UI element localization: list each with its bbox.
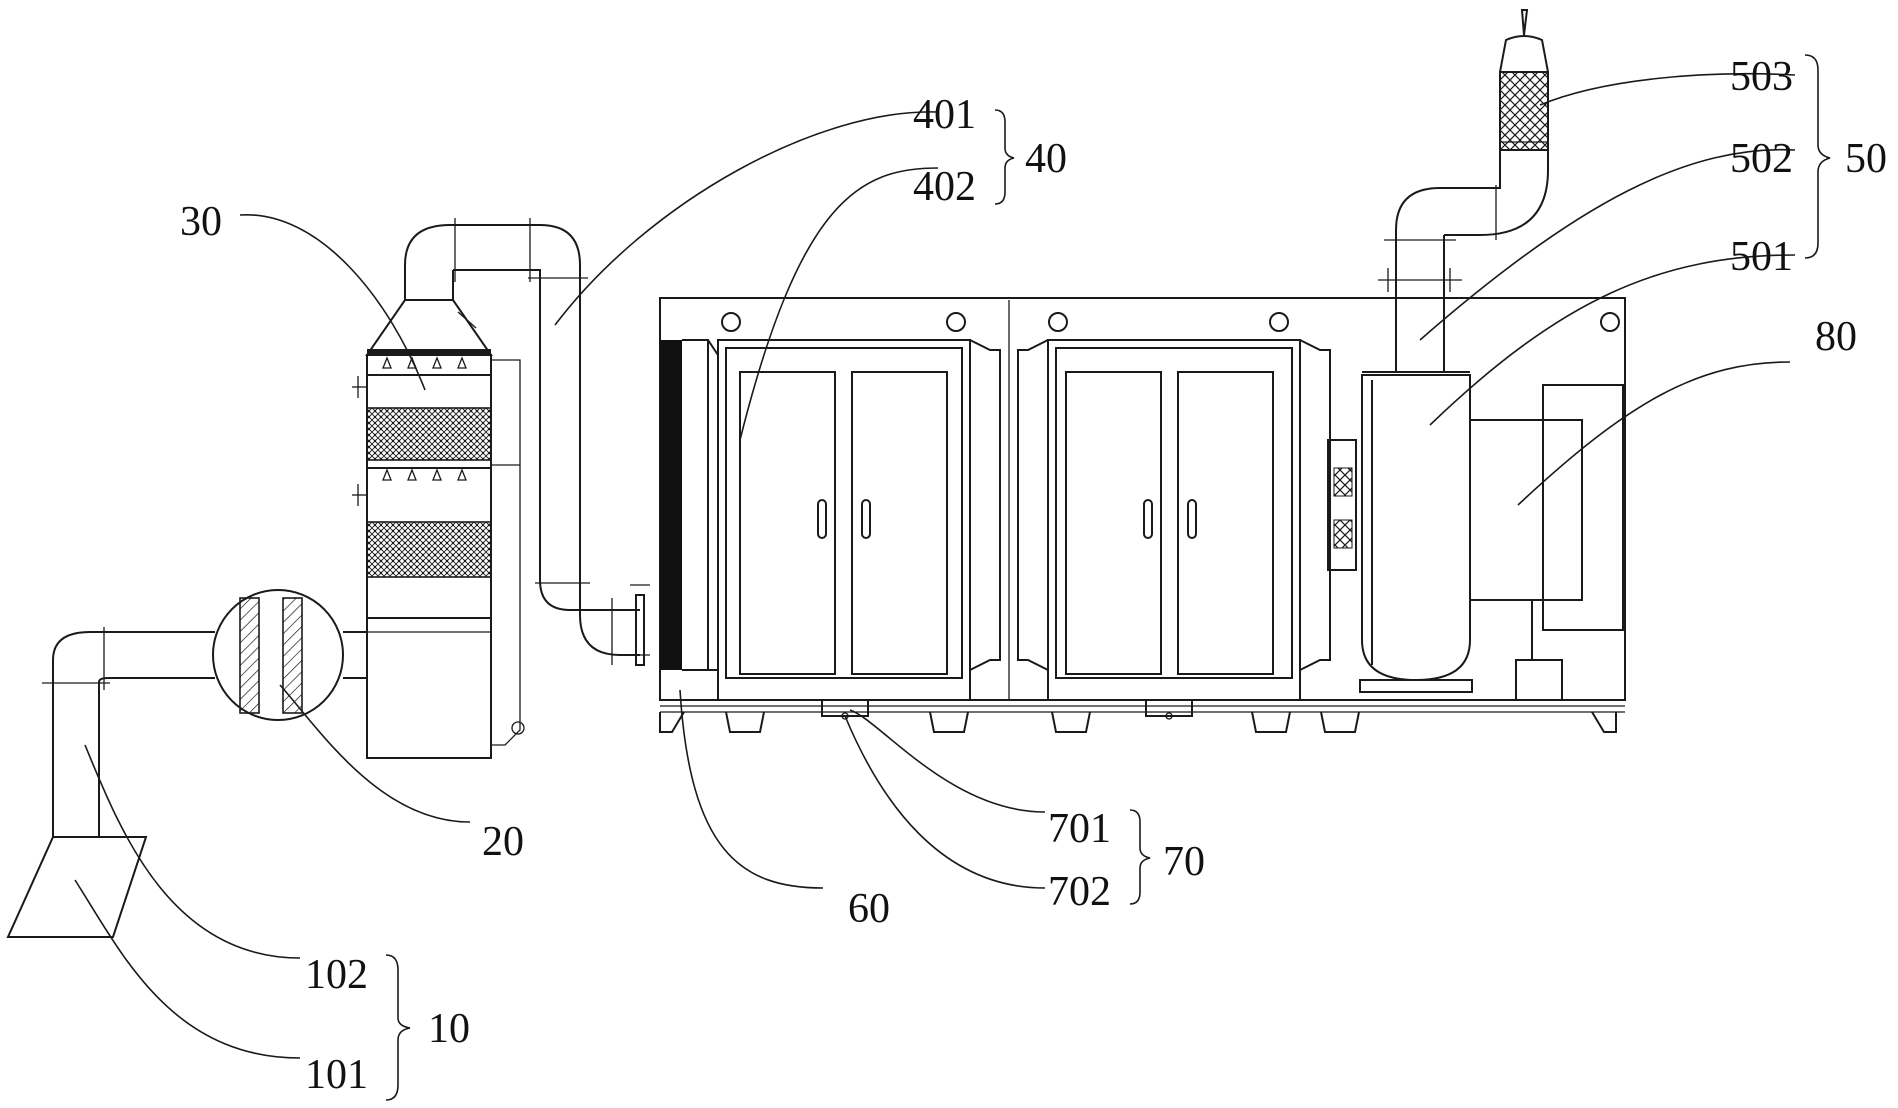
label-80: 80	[1815, 314, 1857, 360]
fan-section-50	[1327, 150, 1549, 693]
main-cabinet	[659, 297, 1626, 733]
label-30: 30	[180, 199, 222, 245]
label-102: 102	[305, 952, 368, 998]
label-402: 402	[913, 164, 976, 210]
spray-tower-30	[352, 299, 525, 759]
leader-lines	[74, 72, 1796, 1059]
label-502: 502	[1730, 136, 1793, 182]
label-701: 701	[1048, 806, 1111, 852]
drain-70	[821, 699, 1193, 720]
exhaust-stack-503	[1499, 9, 1549, 151]
suction-duct-102	[42, 627, 215, 837]
label-702: 702	[1048, 869, 1111, 915]
filter-60	[660, 339, 719, 671]
label-60: 60	[848, 886, 890, 932]
label-70: 70	[1163, 839, 1205, 885]
pre-filter-20	[212, 589, 367, 721]
label-501: 501	[1730, 234, 1793, 280]
label-503: 503	[1730, 54, 1793, 100]
label-10: 10	[428, 1006, 470, 1052]
connecting-duct	[404, 218, 650, 666]
label-101: 101	[305, 1052, 368, 1098]
label-50: 50	[1845, 136, 1887, 182]
label-401: 401	[913, 92, 976, 138]
control-unit-80	[1469, 384, 1624, 701]
adsorption-box-402	[717, 300, 1331, 701]
label-20: 20	[482, 819, 524, 865]
group-braces	[385, 54, 1831, 1101]
collection-hood-101	[6, 836, 148, 938]
label-40: 40	[1025, 136, 1067, 182]
